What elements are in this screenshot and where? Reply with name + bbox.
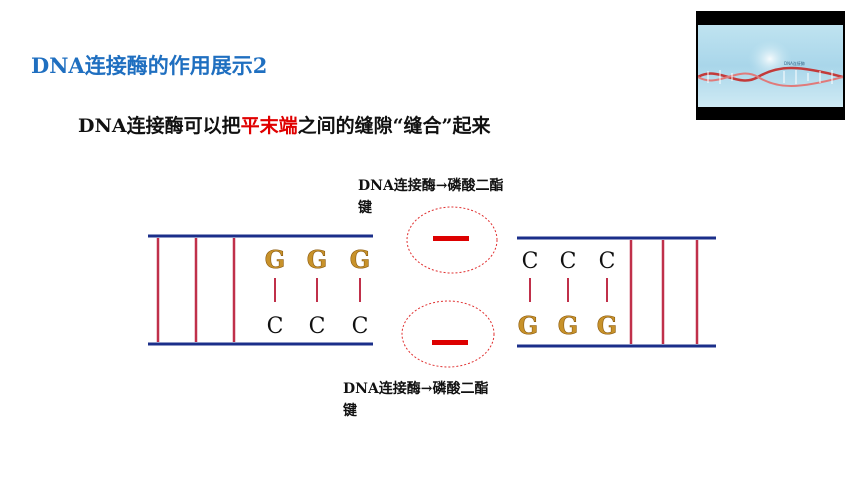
base-c: C xyxy=(267,314,284,339)
base-g: G xyxy=(597,311,618,340)
bottom-gap-ellipse xyxy=(401,300,495,368)
slide-subtitle: DNA连接酶可以把平末端之间的缝隙“缝合”起来 xyxy=(78,111,490,138)
top-note-line1: DNA连接酶→磷酸二酯 xyxy=(358,178,504,194)
base-c: C xyxy=(522,249,539,274)
top-phosphodiester-bond xyxy=(433,236,469,241)
bottom-phosphodiester-bond xyxy=(432,340,468,345)
top-note-line2: 键 xyxy=(358,200,372,216)
base-g: G xyxy=(518,311,539,340)
top-gap-ellipse xyxy=(406,206,498,274)
slide-title: DNA连接酶的作用展示2 xyxy=(31,53,268,78)
subtitle-text-after: 之间的缝隙“缝合”起来 xyxy=(297,115,491,137)
dna-helix-image: DNA连接酶 xyxy=(698,25,843,107)
base-g: G xyxy=(307,245,328,274)
thumbnail-caption: DNA连接酶 xyxy=(784,60,805,66)
video-thumbnail[interactable]: DNA连接酶 xyxy=(696,11,845,120)
subtitle-highlight: 平末端 xyxy=(240,115,298,137)
base-c: C xyxy=(352,314,369,339)
base-c: C xyxy=(599,249,616,274)
bottom-note-line1: DNA连接酶→磷酸二酯 xyxy=(343,381,489,397)
subtitle-text-before: DNA连接酶可以把 xyxy=(78,115,241,137)
dna-helix-graphic: DNA连接酶 xyxy=(698,41,843,87)
base-c: C xyxy=(309,314,326,339)
base-g: G xyxy=(265,245,286,274)
base-g: G xyxy=(558,311,579,340)
bottom-note-line2: 键 xyxy=(343,403,357,419)
top-ligase-note: DNA连接酶→磷酸二酯 键 xyxy=(358,175,548,219)
base-g: G xyxy=(350,245,371,274)
base-c: C xyxy=(560,249,577,274)
bottom-ligase-note: DNA连接酶→磷酸二酯 键 xyxy=(343,378,533,422)
